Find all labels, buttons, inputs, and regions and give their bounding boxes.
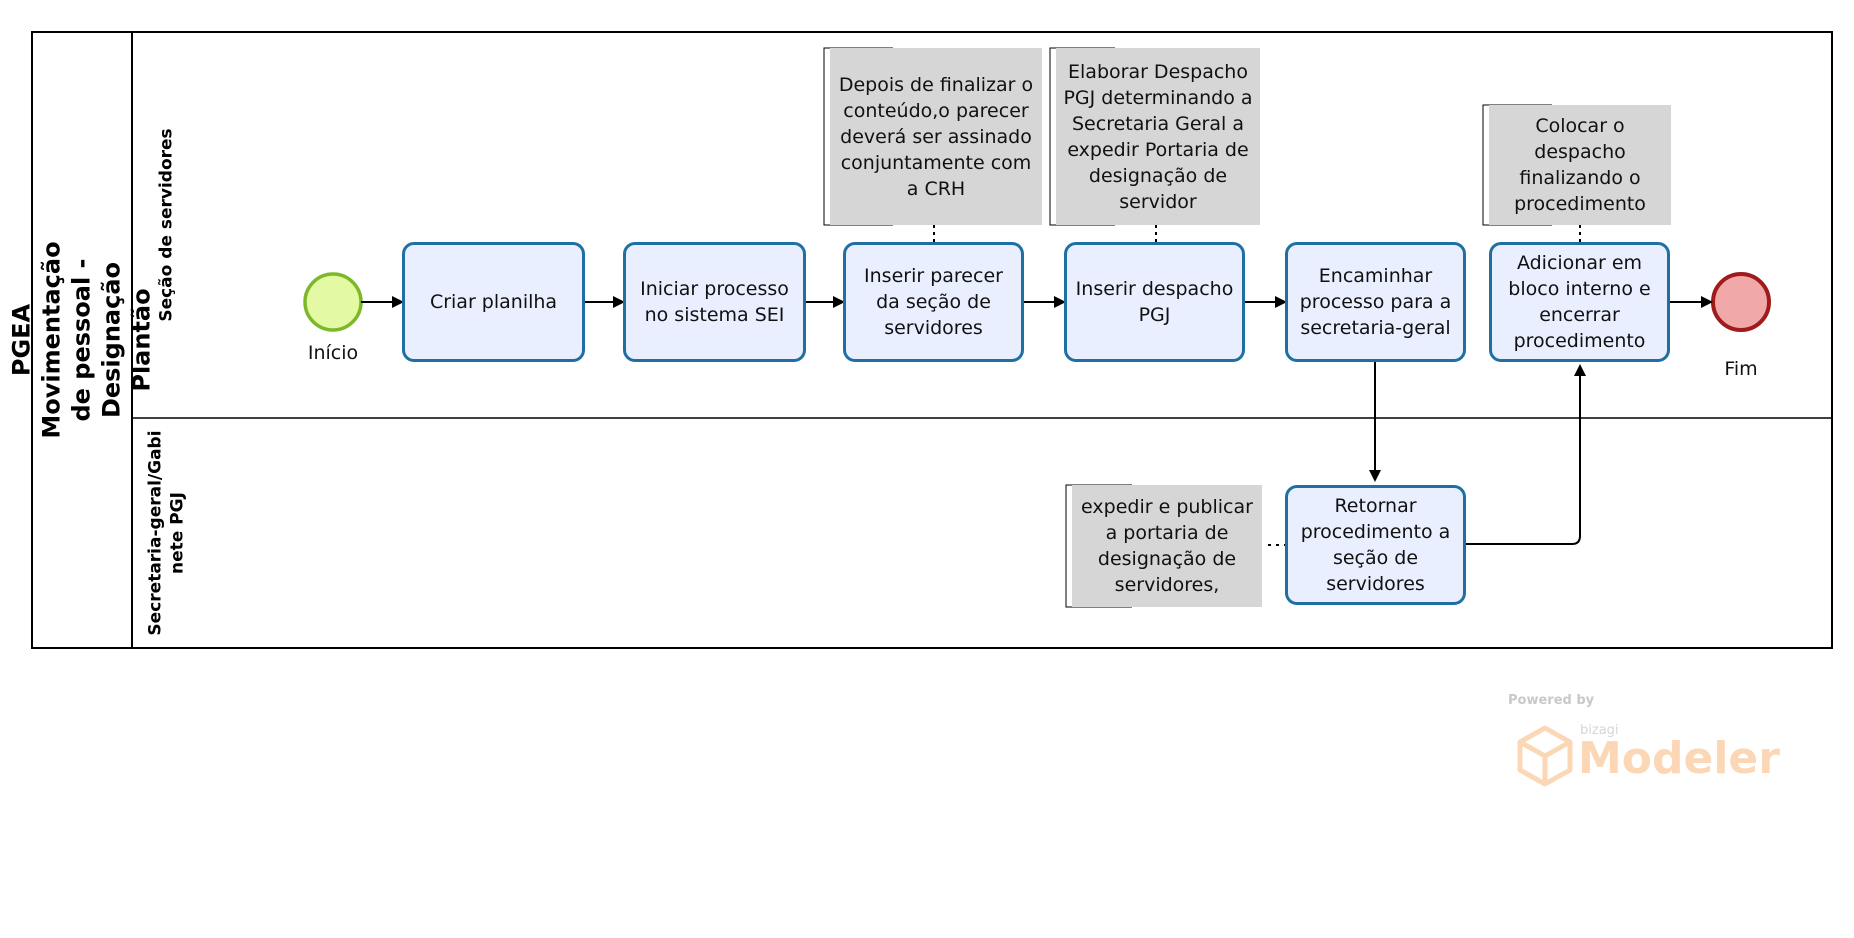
bizagi-cube-icon <box>1517 725 1573 787</box>
task-retornar-procedimento[interactable]: Retornar procedimento a seção de servido… <box>1285 485 1466 605</box>
lane-title-secao-text: Seção de servidores <box>157 128 178 322</box>
start-event-label: Início <box>307 342 359 364</box>
task-inserir-parecer[interactable]: Inserir parecer da seção de servidores <box>843 242 1024 362</box>
end-event[interactable] <box>1711 272 1771 332</box>
end-event-label: Fim <box>1724 358 1758 380</box>
task-iniciar-processo[interactable]: Iniciar processo no sistema SEI <box>623 242 806 362</box>
pool-title: PGEA Movimentação de pessoal - Designaçã… <box>8 32 156 648</box>
modeler-product-text: Modeler <box>1578 733 1780 784</box>
lane-title-secao: Seção de servidores <box>132 32 202 418</box>
note-portaria: expedir e publicar a portaria de designa… <box>1072 485 1262 607</box>
task-encaminhar-processo[interactable]: Encaminhar processo para a secretaria-ge… <box>1285 242 1466 362</box>
pool-border <box>31 31 1833 649</box>
flow-retornar-to-bloco <box>1466 364 1586 545</box>
lane-title-secretaria-line1: Secretaria-geral/Gabi <box>146 430 166 636</box>
bizagi-brand-text: bizagi <box>1580 723 1619 738</box>
bizagi-modeler-logo: Powered by bizagi Modeler <box>1508 693 1780 793</box>
task-adicionar-bloco[interactable]: Adicionar em bloco interno e encerrar pr… <box>1489 242 1670 362</box>
task-inserir-despacho[interactable]: Inserir despacho PGJ <box>1064 242 1245 362</box>
note-parecer: Depois de finalizar o conteúdo,o parecer… <box>830 48 1042 225</box>
start-event[interactable] <box>303 272 363 332</box>
lane-title-secretaria-line2: nete PGJ <box>168 492 188 574</box>
note-bloco: Colocar o despacho finalizando o procedi… <box>1489 105 1671 225</box>
powered-by-text: Powered by <box>1508 693 1595 708</box>
note-despacho: Elaborar Despacho PGJ determinando a Sec… <box>1056 48 1260 225</box>
task-criar-planilha[interactable]: Criar planilha <box>402 242 585 362</box>
